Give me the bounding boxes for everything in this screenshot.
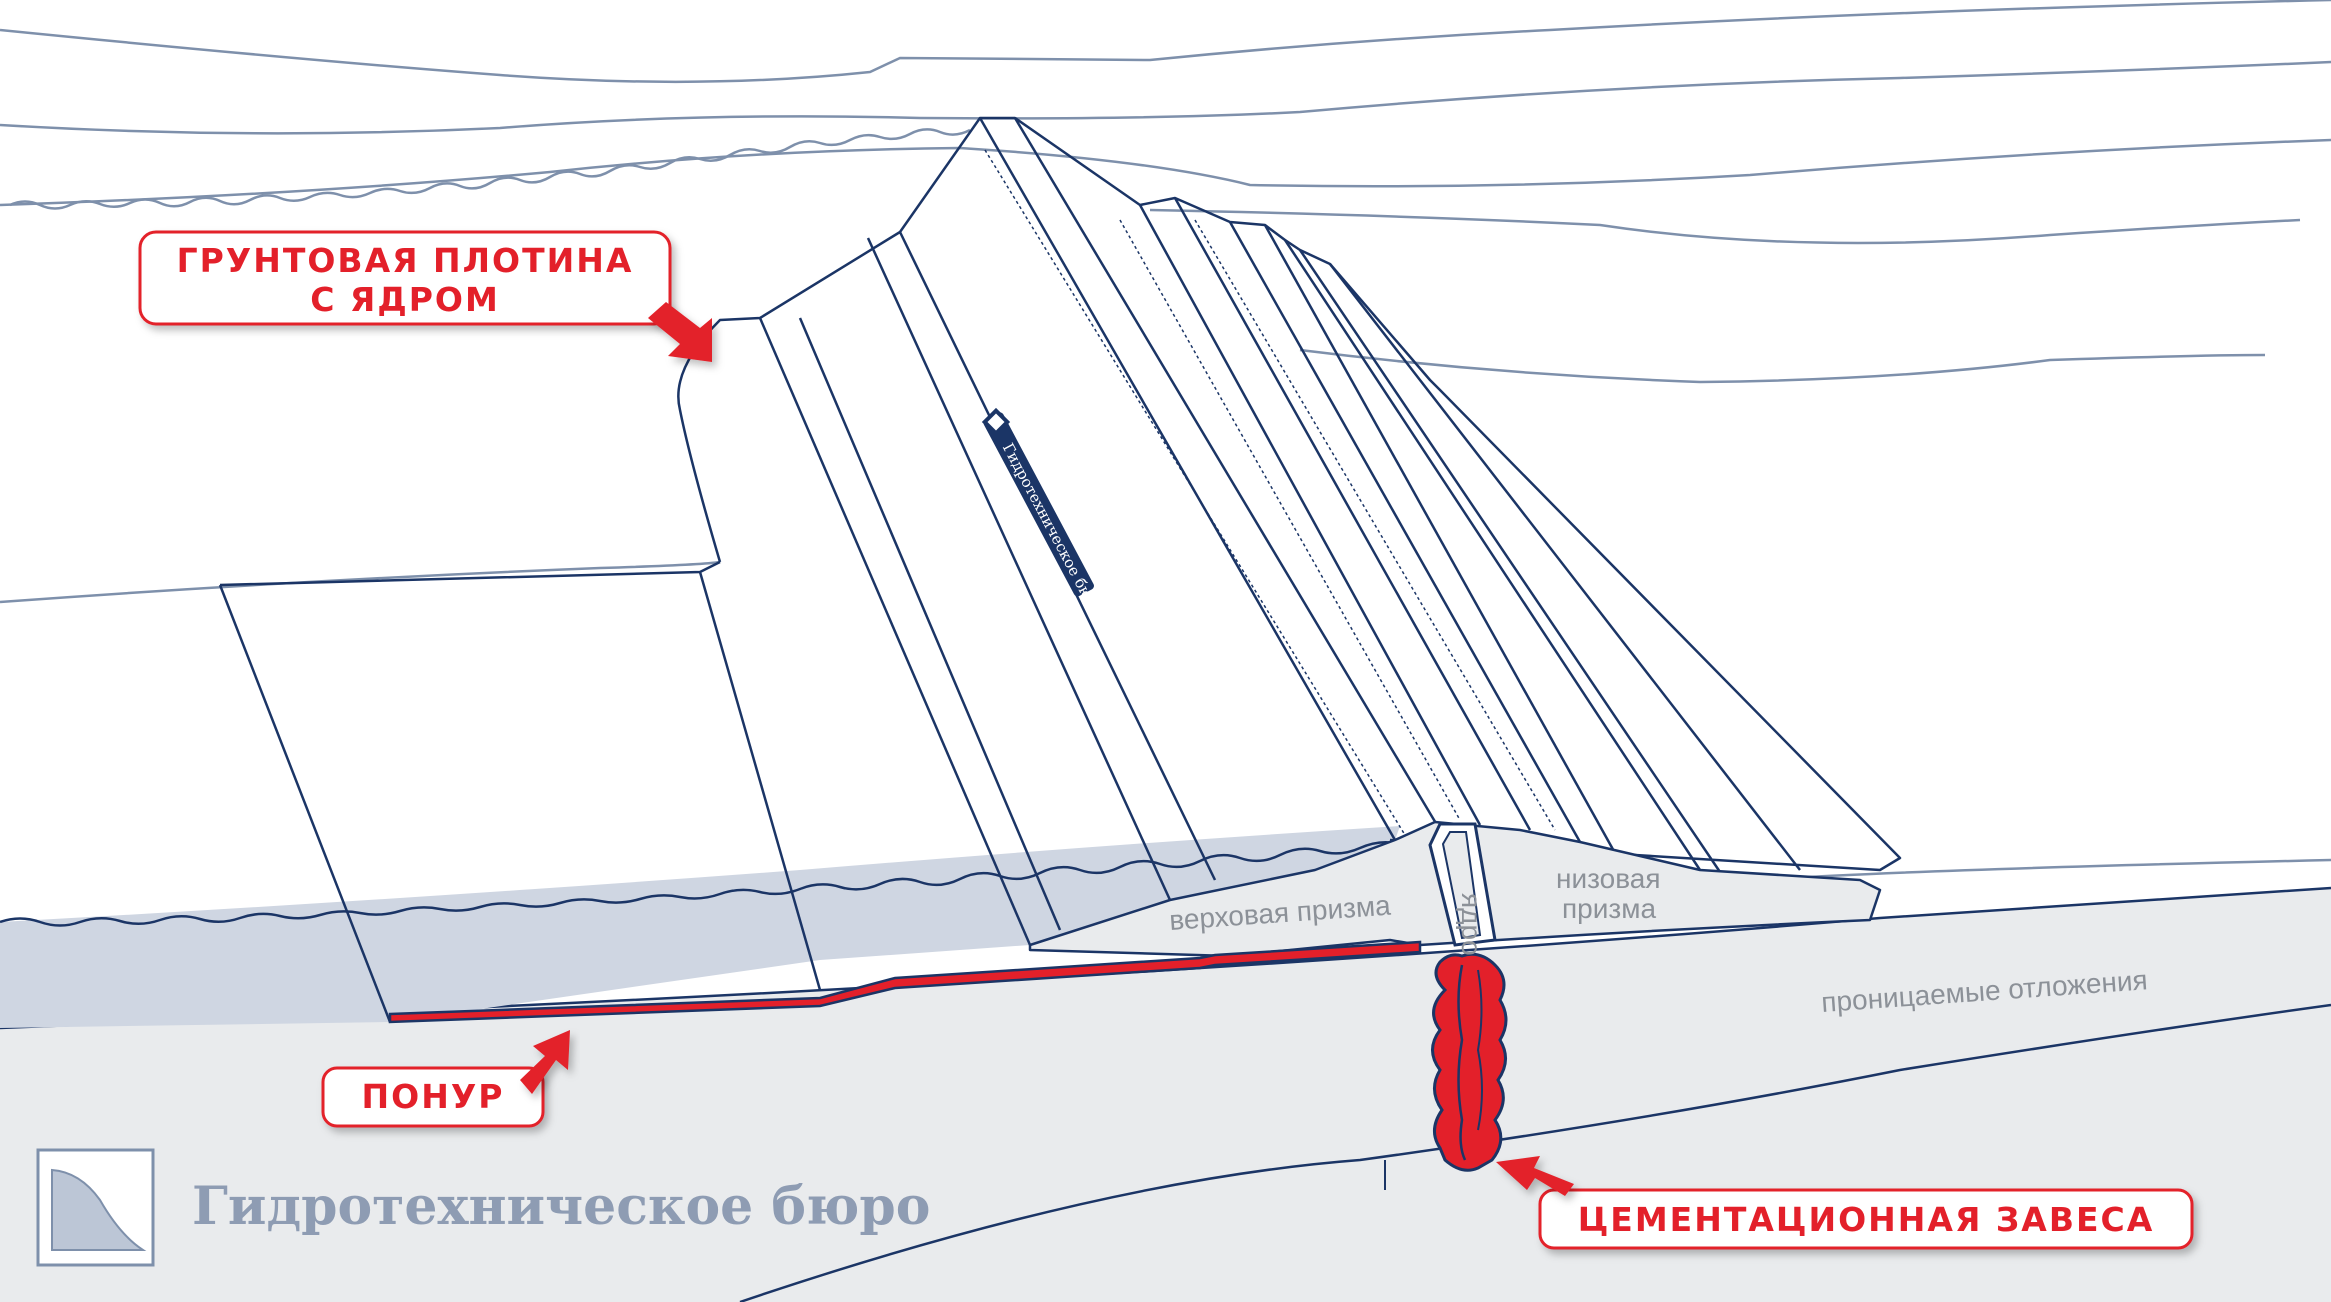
ponur-blanket <box>388 940 1422 1024</box>
dam-section <box>1028 820 1882 958</box>
callout-ponur: ПОНУР <box>321 1030 570 1128</box>
callout-dam-line1: ГРУНТОВАЯ ПЛОТИНА <box>177 241 634 280</box>
dam-axis-marker: Гидротехническое бюро <box>983 412 1106 619</box>
callout-dam-line2: С ЯДРОМ <box>310 280 500 319</box>
axis-diamond-icon <box>981 407 1011 437</box>
upper-waterline <box>9 128 971 210</box>
cement-curtain <box>1431 952 1508 1172</box>
slope-texture <box>984 149 1556 836</box>
hydro-bureau-logo-icon <box>36 1148 155 1267</box>
brand-name: Гидротехническое бюро <box>192 1176 930 1237</box>
callout-dam: ГРУНТОВАЯ ПЛОТИНА С ЯДРОМ <box>138 230 712 362</box>
callout-ponur-label: ПОНУР <box>362 1077 505 1116</box>
core-label: ядро <box>1456 893 1487 956</box>
reservoir-water <box>0 826 1401 1028</box>
dam-axis-sign: Гидротехническое бюро <box>999 440 1106 619</box>
callout-curtain-label: ЦЕМЕНТАЦИОННАЯ ЗАВЕСА <box>1578 1200 2155 1239</box>
callout-curtain: ЦЕМЕНТАЦИОННАЯ ЗАВЕСА <box>1496 1156 2194 1250</box>
downstream-prism-label-1: низовая <box>1556 863 1661 894</box>
downstream-prism-label-2: призма <box>1562 893 1656 924</box>
